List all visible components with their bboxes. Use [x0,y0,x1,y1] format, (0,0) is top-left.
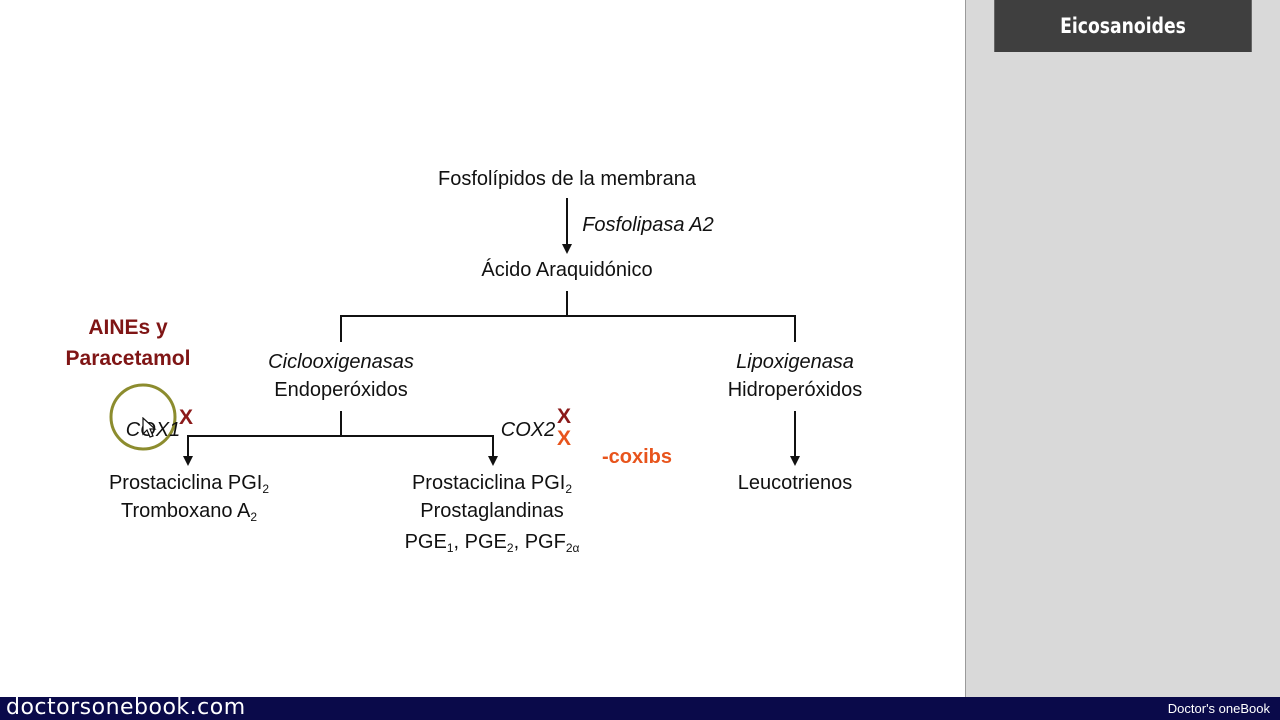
label-cox2: COX2 [500,419,556,441]
footer-bar: doctorsonebook.com Doctor's oneBook [0,695,1280,720]
cox2-block-mark-coxibs: X [557,427,572,450]
inhibitor-title-line1: AINEs y [88,316,168,339]
label-fosfolipasa-a2: Fosfolipasa A2 [582,214,714,236]
label-ciclooxigenasas: Ciclooxigenasas [268,351,414,373]
cox2-product-pge-list: PGE1, PGE2, PGF2α [404,531,580,555]
label-lipoxigenasa: Lipoxigenasa [736,351,854,373]
slide-canvas: Fosfolípidos de la membrana Fosfolipasa … [65,168,863,555]
cox2-product-prostaglandinas: Prostaglandinas [420,500,564,522]
pathway-connectors [109,198,800,466]
footer-brand: Doctor's oneBook [1167,701,1270,716]
cox1-block-mark: X [179,406,194,429]
footer-site-link[interactable]: doctorsonebook.com [6,695,246,720]
mouse-cursor-icon [142,417,157,438]
cox1-product-tromboxano: Tromboxano A2 [120,500,258,524]
coxibs-label: -coxibs [602,446,673,468]
highlight-circle [109,383,177,451]
node-hidroperoxidos: Hidroperóxidos [727,379,863,401]
cox2-product-prostaciclina: Prostaciclina PGI2 [411,472,573,496]
node-endoperoxidos: Endoperóxidos [274,379,408,401]
node-fosfolipidos: Fosfolípidos de la membrana [438,168,696,190]
node-acido-araquidonico: Ácido Araquidónico [481,259,653,281]
inhibitor-title-line2: Paracetamol [65,347,191,370]
sidebar-panel: Eicosanoides [965,0,1280,697]
cox2-block-mark-aines: X [557,405,572,428]
sidebar-title: Eicosanoides [994,0,1252,52]
label-cox1: COX1 [125,419,181,441]
cox1-product-prostaciclina: Prostaciclina PGI2 [108,472,270,496]
lox-product-leucotrienos: Leucotrienos [737,472,853,494]
